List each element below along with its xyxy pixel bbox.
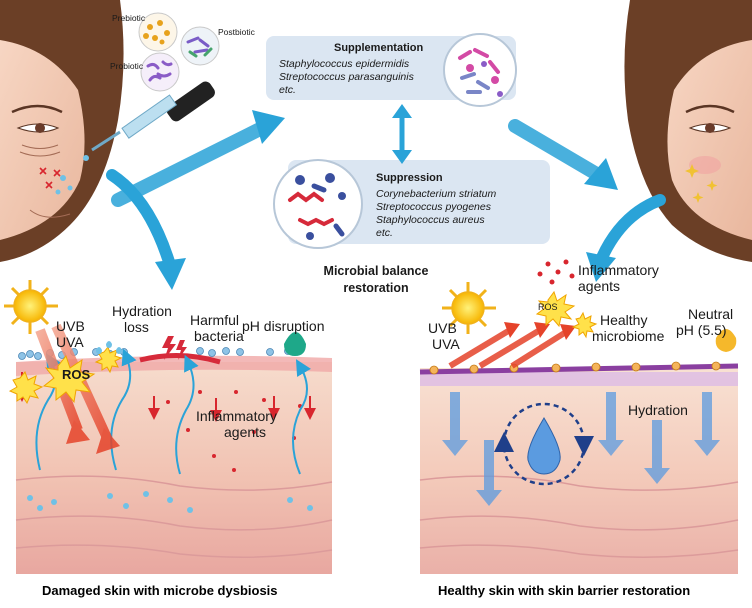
postbiotic-label: Postbiotic bbox=[218, 27, 255, 37]
uvb-label-right: UVB bbox=[428, 320, 457, 336]
ph-drop-left bbox=[284, 332, 306, 356]
left-caption: Damaged skin with microbe dysbiosis bbox=[42, 583, 278, 598]
hydration-loss-label: loss bbox=[124, 319, 149, 335]
left-face bbox=[0, 0, 124, 262]
ros-label-right: ROS bbox=[538, 302, 558, 312]
right-inflam-dots bbox=[537, 259, 575, 285]
harmful-bacteria-label: bacteria bbox=[194, 328, 244, 344]
center-title-line1: Microbial balance bbox=[323, 264, 429, 278]
suppression-item: Corynebacterium striatum bbox=[376, 188, 497, 200]
supplementation-title: Supplementation bbox=[334, 42, 424, 54]
right-uv-rays bbox=[448, 327, 568, 369]
inflammatory-label-left: Inflammatory bbox=[196, 408, 277, 424]
flow-arrows bbox=[106, 110, 666, 290]
inflammatory-label-right: Inflammatory bbox=[578, 262, 659, 278]
suppression-item: Streptococcus pyogenes bbox=[376, 201, 491, 213]
supplementation-item: Streptococcus parasanguinis bbox=[279, 71, 414, 83]
suppression-item: etc. bbox=[376, 227, 393, 239]
ros-burst-right bbox=[535, 290, 576, 328]
suppression-title: Suppression bbox=[376, 172, 443, 184]
left-sun bbox=[4, 280, 58, 334]
harmful-bacteria-label: Harmful bbox=[190, 312, 240, 328]
uva-label-right: UVA bbox=[432, 336, 460, 352]
prebiotic-label: Prebiotic bbox=[112, 13, 146, 23]
hydration-loss-drops bbox=[96, 341, 122, 354]
healthy-microbiome-label: microbiome bbox=[592, 328, 665, 344]
healthy-microbiome-label: Healthy bbox=[600, 312, 648, 328]
center-title-line2: restoration bbox=[343, 281, 409, 295]
right-sun bbox=[442, 282, 496, 334]
inflammatory-label-left: agents bbox=[224, 424, 267, 440]
ph-disruption-label: pH disruption bbox=[242, 318, 325, 334]
inflammatory-label-right: agents bbox=[578, 278, 621, 294]
suppression-item: Staphylococcus aureus bbox=[376, 214, 485, 226]
ros-bursts-left bbox=[8, 345, 123, 405]
ros-label-left: ROS bbox=[62, 367, 91, 382]
right-skin-panel bbox=[419, 361, 739, 574]
uva-label-left: UVA bbox=[56, 334, 84, 350]
harmful-bacteria-marks bbox=[162, 336, 187, 360]
right-caption: Healthy skin with skin barrier restorati… bbox=[438, 583, 691, 598]
supplementation-item: Staphylococcus epidermidis bbox=[279, 58, 410, 70]
uvb-label-left: UVB bbox=[56, 318, 85, 334]
ph-drop-right bbox=[715, 329, 737, 352]
supplementation-item: etc. bbox=[279, 84, 296, 96]
dropper bbox=[83, 81, 215, 161]
neutral-ph-label: pH (5.5) bbox=[676, 322, 727, 338]
hydration-loss-label: Hydration bbox=[112, 303, 172, 319]
right-face bbox=[624, 0, 752, 262]
probiotic-label: Probiotic bbox=[110, 61, 144, 71]
neutral-ph-label: Neutral bbox=[688, 306, 734, 322]
hydration-label-right: Hydration bbox=[628, 402, 688, 418]
biotic-circles bbox=[138, 12, 220, 92]
